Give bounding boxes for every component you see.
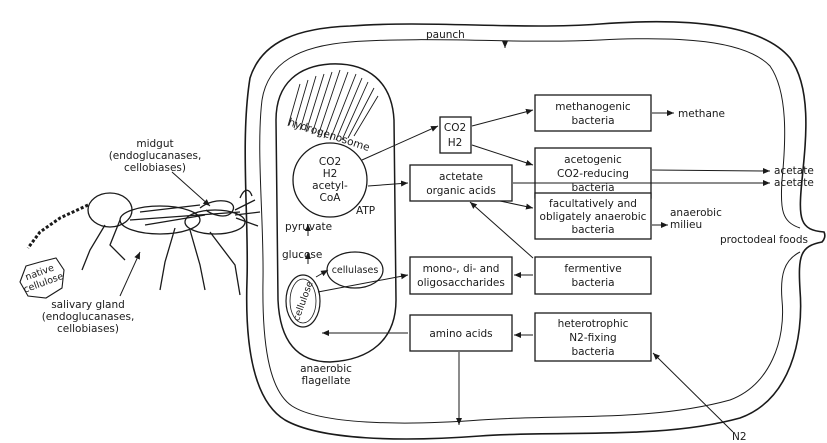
- label-salivary-3: cellobiases): [57, 323, 119, 335]
- box-amino: amino acids: [410, 315, 512, 351]
- box-methanogenic: methanogenic bacteria: [535, 95, 651, 131]
- box-acetogenic-line-2: CO2-reducing: [557, 168, 629, 180]
- box-heterotrophic-line-1: heterotrophic: [558, 318, 629, 330]
- label-milieu-1: anaerobic: [670, 207, 722, 219]
- box-amino-line-1: amino acids: [429, 328, 492, 340]
- label-hyd-co2: CO2: [319, 156, 341, 168]
- label-cellulases: cellulases: [332, 265, 379, 276]
- arrows: [120, 42, 770, 432]
- label-paunch: paunch: [426, 29, 465, 41]
- label-methane: methane: [678, 108, 725, 120]
- label-midgut-3: cellobiases): [124, 162, 186, 174]
- label-salivary-2: (endoglucanases,: [42, 311, 135, 323]
- box-co2h2: CO2 H2: [440, 117, 471, 153]
- box-co2h2-line-2: H2: [448, 137, 463, 149]
- label-atp: ATP: [356, 205, 375, 217]
- label-milieu-2: milieu: [670, 219, 702, 231]
- label-midgut-1: midgut: [136, 138, 173, 150]
- label-glucose: glucose: [282, 249, 322, 261]
- box-facultative: facultatively and obligately anaerobic b…: [535, 193, 651, 239]
- label-midgut-2: (endoglucanases,: [109, 150, 202, 162]
- box-fermentive: fermentive bacteria: [535, 257, 651, 294]
- label-flagellate-1: anaerobic: [300, 363, 352, 375]
- label-salivary-1: salivary gland: [51, 299, 125, 311]
- label-acetate-1: acetate: [774, 165, 814, 177]
- box-methanogenic-line-2: bacteria: [571, 115, 614, 127]
- label-hyd-acetyl: acetyl-: [312, 180, 348, 192]
- box-methanogenic-line-1: methanogenic: [555, 101, 631, 113]
- box-mono: mono-, di- and oligosaccharides: [410, 257, 512, 294]
- box-heterotrophic-line-3: bacteria: [571, 346, 614, 358]
- box-heterotrophic: heterotrophic N2-fixing bacteria: [535, 313, 651, 361]
- box-mono-line-2: oligosaccharides: [417, 277, 505, 289]
- label-hydrogenosome: hydrogenosome: [287, 116, 371, 154]
- label-hyd-coa: CoA: [320, 192, 342, 204]
- box-acetogenic-line-1: acetogenic: [564, 154, 622, 166]
- label-flagellate-2: flagellate: [301, 375, 350, 387]
- box-mono-line-1: mono-, di- and: [423, 263, 500, 275]
- box-fermentive-line-1: fermentive: [564, 263, 621, 275]
- box-acetogenic-line-3: bacteria: [571, 182, 614, 194]
- box-acetate-organic-line-2: organic acids: [426, 185, 496, 197]
- box-fermentive-line-2: bacteria: [571, 277, 614, 289]
- box-heterotrophic-line-2: N2-fixing: [569, 332, 616, 344]
- label-pyruvate: pyruvate: [285, 221, 332, 233]
- box-acetate-organic-line-1: actetate: [439, 171, 483, 183]
- label-acetate-2: acetate: [774, 177, 814, 189]
- label-hyd-h2: H2: [323, 168, 338, 180]
- box-facultative-line-3: bacteria: [571, 224, 614, 236]
- box-facultative-line-1: facultatively and: [549, 198, 637, 210]
- box-co2h2-line-1: CO2: [444, 122, 466, 134]
- label-hydrogenosome-rotated: hydrogenosome: [287, 116, 371, 154]
- label-proctodeal: proctodeal foods: [720, 234, 808, 246]
- label-n2: N2: [732, 431, 747, 443]
- box-acetogenic: acetogenic CO2-reducing bacteria: [535, 148, 651, 198]
- box-acetate-organic: actetate organic acids: [410, 165, 512, 201]
- box-facultative-line-2: obligately anaerobic: [540, 211, 647, 223]
